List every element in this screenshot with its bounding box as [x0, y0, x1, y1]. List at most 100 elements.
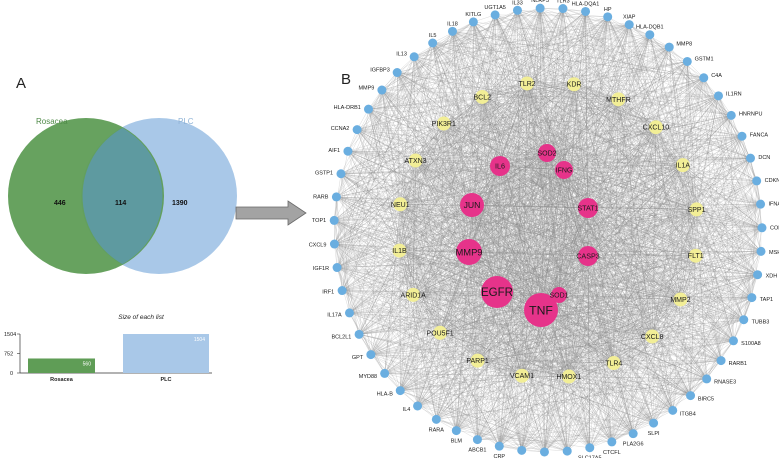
node-label: TAP1 [760, 297, 773, 303]
network-edge [456, 362, 614, 431]
node-label: GPT [352, 355, 364, 361]
network-edge [358, 16, 608, 335]
network-edge [334, 243, 522, 451]
node-label: IL17A [327, 312, 342, 318]
network-edge [399, 56, 415, 251]
network-edge [495, 14, 608, 17]
network-edge [337, 152, 548, 268]
network-node-hla-dqa1: HLA-DQA1 [572, 1, 599, 16]
network-node-rnase3: RNASE3 [702, 374, 736, 386]
network-edge [399, 250, 681, 300]
network-node-pou5f1: POU5F1 [426, 325, 454, 340]
network-edge [607, 16, 697, 210]
network-node-kdr: KDR [567, 77, 581, 92]
network-node-mmp2: MMP2 [670, 292, 691, 307]
venn-count-overlap: 114 [115, 200, 126, 207]
network-edge [696, 204, 761, 210]
network-edge [563, 169, 763, 228]
network-edge [473, 21, 568, 452]
network-edge [521, 375, 569, 377]
node-circle [514, 368, 529, 383]
network-edge [452, 31, 761, 205]
node-circle [745, 153, 755, 163]
network-node-ifna2: IFNA2 [756, 199, 779, 209]
network-edge [400, 204, 478, 361]
network-edge [482, 96, 522, 451]
network-edge [468, 180, 757, 253]
node-label: TNF [529, 303, 553, 317]
network-edge [452, 31, 575, 85]
network-edge [341, 90, 383, 291]
network-edge [567, 297, 752, 452]
network-node-dcn: DCN [745, 153, 770, 163]
network-edge [613, 61, 688, 364]
network-edge [358, 334, 401, 391]
network-node-aif1: AIF1 [328, 146, 353, 156]
node-label: IFNA2 [769, 202, 779, 208]
network-edge [563, 61, 688, 171]
node-circle [747, 293, 757, 303]
network-edge [527, 83, 696, 256]
node-label: IGF1R [313, 266, 329, 272]
network-edge [649, 34, 752, 298]
network-edge [669, 46, 719, 96]
node-label: EGFR [481, 287, 513, 299]
network-edge [436, 255, 696, 420]
network-edge [432, 42, 704, 78]
network-edge [415, 77, 704, 161]
network-edge [399, 160, 416, 251]
network-edge [397, 16, 608, 73]
node-label: COL18A1 [770, 226, 779, 232]
network-edge [562, 8, 757, 182]
network-edge [334, 21, 474, 245]
network-edge [477, 340, 734, 440]
network-edge [368, 21, 474, 110]
node-label: XDH [766, 274, 778, 280]
network-edge [368, 8, 541, 110]
network-edge [629, 24, 722, 361]
network-edge [468, 251, 752, 298]
network-node-hnrnpu: HNRNPU [726, 110, 763, 120]
network-node-rarb: RARB [313, 192, 341, 202]
network-edge [349, 294, 414, 314]
network-edge [415, 16, 608, 161]
node-circle [329, 239, 339, 249]
network-edge [340, 173, 401, 391]
network-edge [349, 294, 560, 314]
network-edge [400, 204, 568, 452]
network-edge [342, 290, 545, 453]
network-edge [540, 169, 565, 311]
network-edge [334, 243, 523, 376]
network-edge [526, 83, 568, 452]
network-edge [368, 77, 704, 110]
network-edge [456, 207, 589, 431]
network-edge [452, 31, 688, 62]
network-edge [611, 378, 707, 443]
network-node-tlr3: TLR3 [556, 0, 570, 14]
network-edge [443, 95, 719, 124]
network-edge [587, 207, 634, 434]
network-edge [521, 360, 722, 376]
network-node-casp3: CASP3 [576, 246, 600, 266]
node-label: RARB [313, 194, 329, 200]
network-edge [589, 297, 752, 448]
network-edge [546, 152, 697, 210]
network-edge [370, 158, 751, 355]
network-edge [696, 77, 704, 210]
network-edge [381, 24, 630, 91]
network-edge [370, 8, 564, 355]
network-edge [473, 21, 670, 48]
network-edge [417, 378, 707, 407]
node-label: MMP8 [676, 42, 692, 48]
network-edge [540, 8, 545, 452]
network-edge [629, 24, 634, 434]
node-circle [713, 91, 723, 101]
network-edge [696, 209, 734, 341]
node-label: PLA2G6 [623, 442, 644, 448]
node-label: IL4 [403, 407, 411, 413]
network-edge [432, 42, 670, 48]
node-circle [395, 386, 405, 396]
node-label: HLA-B [377, 392, 394, 398]
network-node-blm: BLM [451, 426, 462, 445]
network-edge [562, 8, 673, 411]
